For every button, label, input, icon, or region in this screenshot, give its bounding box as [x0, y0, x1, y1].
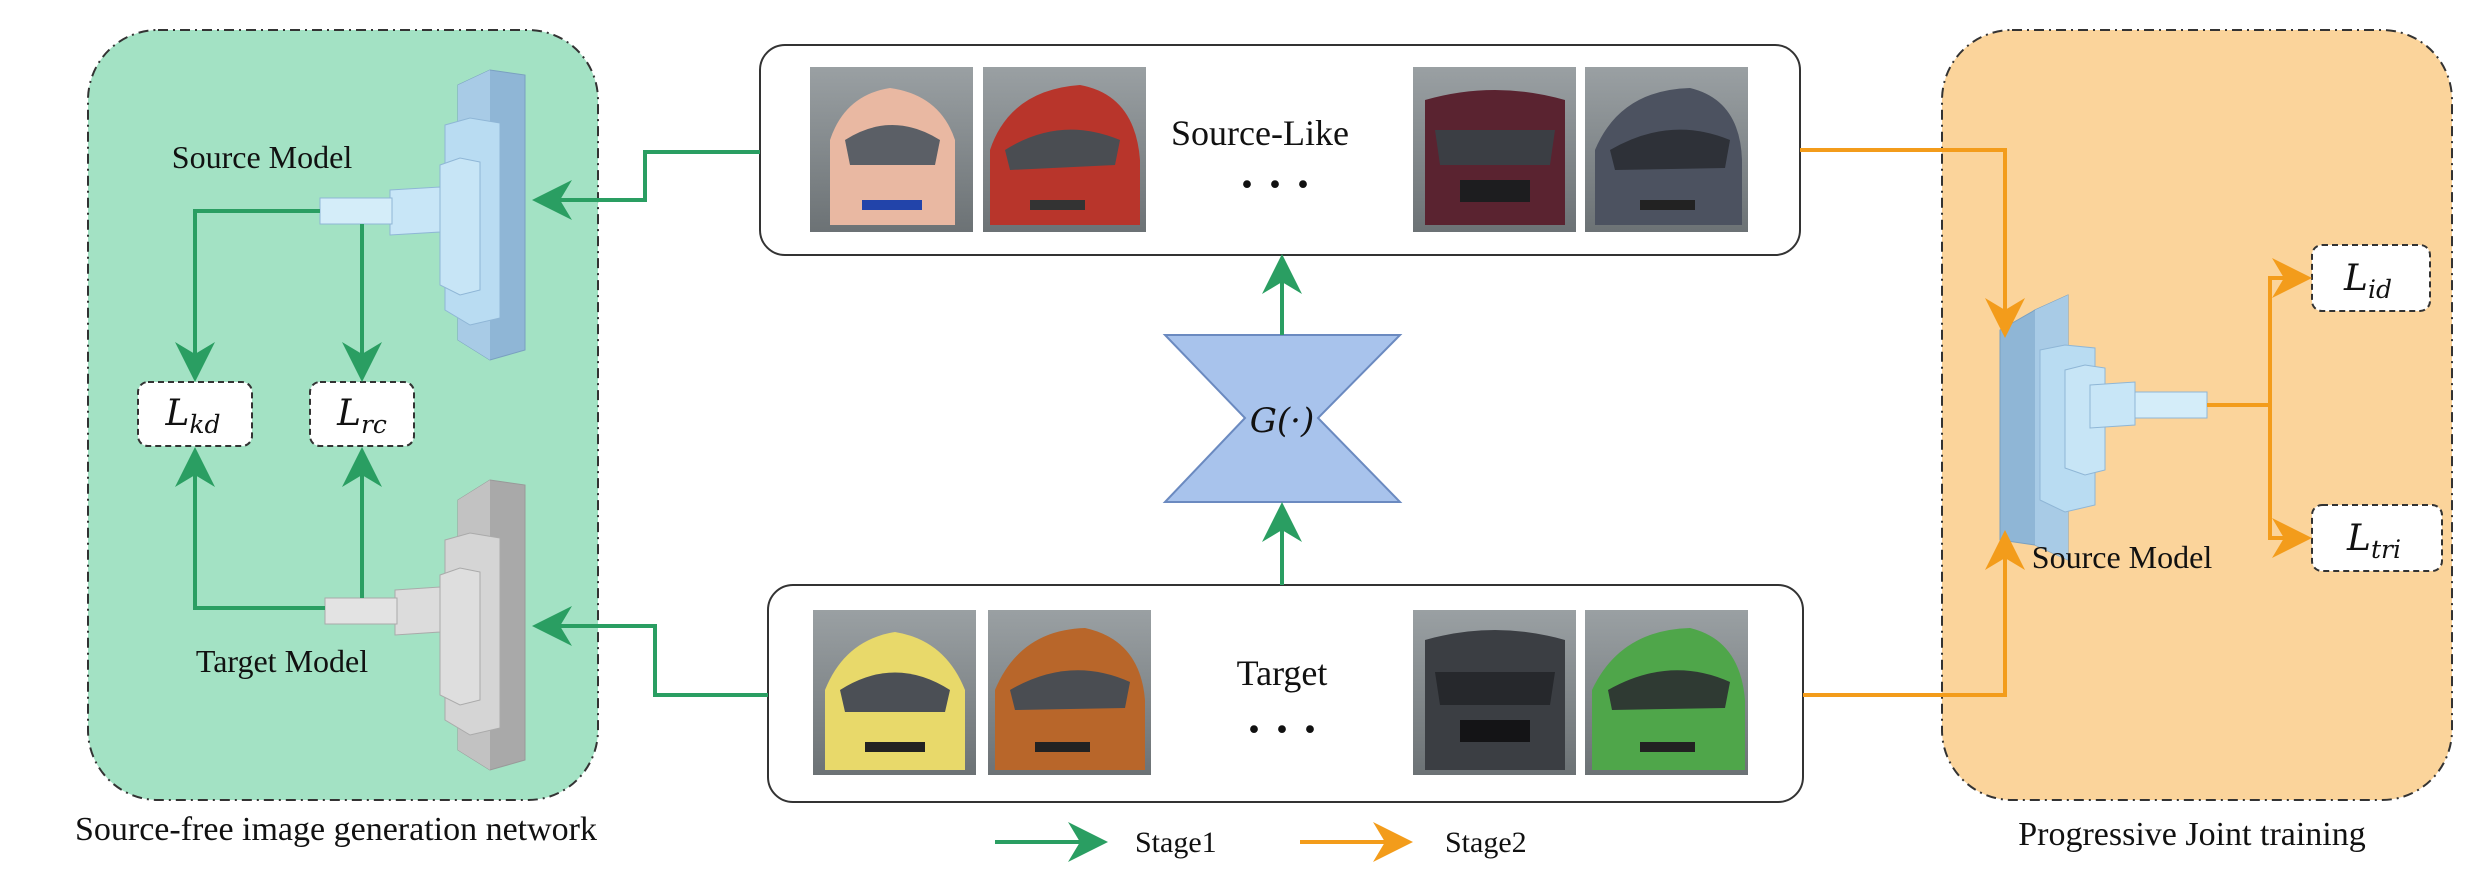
left-target-model-label: Target Model	[196, 643, 368, 679]
generator-label: G(·)	[1250, 401, 1315, 441]
yellow-sedan-car-icon	[813, 610, 976, 775]
generator-block	[1162, 334, 1403, 503]
loss-tri-box: Ltri	[2311, 504, 2443, 572]
loss-rc-box: Lrc	[309, 381, 415, 447]
left-panel-caption: Source-free image generation network	[75, 811, 597, 848]
red-hatchback-car-icon	[983, 67, 1146, 232]
right-panel-caption: Progressive Joint training	[2018, 816, 2366, 853]
right-panel-arrows	[2207, 258, 2312, 558]
loss-id-box: Lid	[2311, 244, 2431, 312]
right-source-model	[1999, 294, 2208, 561]
source-like-ellipsis: · · ·	[1239, 158, 1311, 211]
legend-stage1-label: Stage1	[1135, 826, 1217, 859]
svg-text:Lrc: Lrc	[336, 393, 387, 439]
legend-stage2-label: Stage2	[1445, 826, 1527, 859]
legend: Stage1 Stage2	[995, 822, 1527, 862]
dark-red-suv-car-icon	[1413, 67, 1576, 232]
source-like-label: Source-Like	[1171, 113, 1349, 153]
left-source-model	[319, 69, 526, 361]
gray-suv-car-icon	[1413, 610, 1576, 775]
left-target-model	[324, 479, 526, 771]
gray-hatchback-car-icon	[1585, 67, 1748, 232]
target-ellipsis: · · ·	[1246, 703, 1318, 756]
left-source-model-label: Source Model	[172, 139, 353, 175]
svg-text:Lid: Lid	[2343, 258, 2392, 304]
stage2-to-right-arrows	[1800, 148, 2025, 697]
svg-text:Ltri: Ltri	[2346, 518, 2401, 564]
svg-text:Lkd: Lkd	[164, 393, 220, 439]
orange-hatchback-car-icon	[988, 610, 1151, 775]
left-panel-arrows	[175, 209, 382, 610]
right-source-model-label: Source Model	[2032, 539, 2213, 575]
peach-sedan-car-icon	[810, 67, 973, 232]
target-label: Target	[1237, 653, 1328, 693]
loss-kd-box: Lkd	[137, 381, 253, 447]
green-hatchback-car-icon	[1585, 610, 1748, 775]
stage1-to-left-arrows	[532, 150, 768, 697]
